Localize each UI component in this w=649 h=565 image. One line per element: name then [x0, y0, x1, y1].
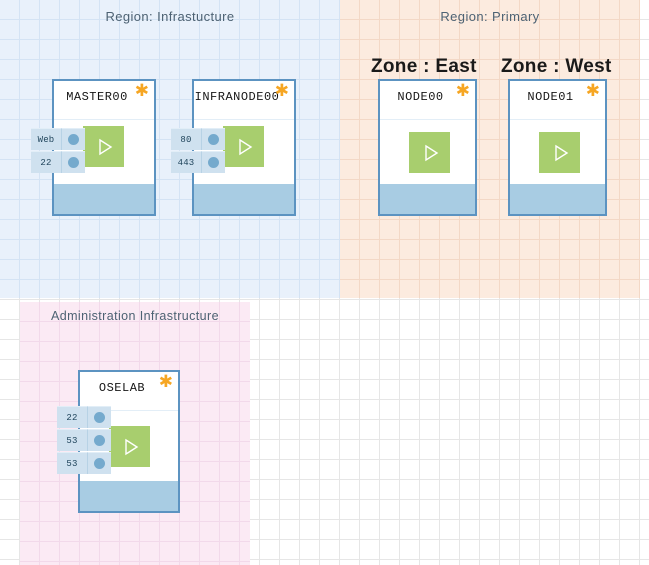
node-header-master00: MASTER00 ✱ — [54, 81, 154, 120]
asterisk-icon: ✱ — [134, 81, 149, 101]
port-dot-icon — [208, 134, 219, 145]
port-label: 443 — [171, 151, 201, 173]
asterisk-icon: ✱ — [158, 372, 173, 392]
port-chip[interactable]: 53 — [57, 452, 111, 474]
node-body-node01 — [510, 120, 605, 184]
node-title-node01: NODE01 — [527, 90, 574, 104]
port-label: 53 — [57, 452, 87, 474]
port-label: 80 — [171, 128, 201, 150]
port-connector[interactable] — [87, 429, 111, 451]
asterisk-icon: ✱ — [585, 81, 600, 101]
port-connector[interactable] — [201, 128, 225, 150]
play-icon[interactable] — [109, 426, 150, 467]
port-connector[interactable] — [61, 151, 85, 173]
node-title-infranode00: INFRANODE00 — [194, 90, 280, 104]
region-primary-title: Region: Primary — [440, 9, 540, 24]
node-header-node01: NODE01 ✱ — [510, 81, 605, 120]
port-dot-icon — [208, 157, 219, 168]
port-dot-icon — [94, 458, 105, 469]
port-chip[interactable]: 443 — [171, 151, 225, 173]
port-connector[interactable] — [61, 128, 85, 150]
port-chip[interactable]: 22 — [31, 151, 85, 173]
play-icon[interactable] — [83, 126, 124, 167]
port-chip[interactable]: 80 — [171, 128, 225, 150]
region-infrastucture-title: Region: Infrastucture — [105, 9, 235, 24]
node-footer-infranode00 — [194, 184, 294, 214]
port-chip[interactable]: Web — [31, 128, 85, 150]
node-card-node01[interactable]: NODE01 ✱ — [508, 79, 607, 216]
port-list-oselab: 22 53 53 — [57, 406, 111, 475]
asterisk-icon: ✱ — [455, 81, 470, 101]
port-chip[interactable]: 53 — [57, 429, 111, 451]
zone-label-east: Zone : East — [371, 56, 477, 77]
port-connector[interactable] — [87, 406, 111, 428]
play-icon[interactable] — [409, 132, 450, 173]
port-connector[interactable] — [201, 151, 225, 173]
port-dot-icon — [68, 134, 79, 145]
port-dot-icon — [68, 157, 79, 168]
port-label: 53 — [57, 429, 87, 451]
port-dot-icon — [94, 412, 105, 423]
region-administration-infrastructure[interactable]: Administration Infrastructure — [20, 302, 250, 565]
port-label: 22 — [31, 151, 61, 173]
node-title-master00: MASTER00 — [66, 90, 128, 104]
play-icon[interactable] — [539, 132, 580, 173]
play-icon[interactable] — [223, 126, 264, 167]
node-title-node00: NODE00 — [397, 90, 444, 104]
node-header-oselab: OSELAB ✱ — [80, 372, 178, 411]
node-header-infranode00: INFRANODE00 ✱ — [194, 81, 294, 120]
port-dot-icon — [94, 435, 105, 446]
port-label: Web — [31, 128, 61, 150]
node-title-oselab: OSELAB — [98, 381, 146, 395]
node-body-node00 — [380, 120, 475, 184]
node-footer-oselab — [80, 481, 178, 511]
port-label: 22 — [57, 406, 87, 428]
node-card-node00[interactable]: NODE00 ✱ — [378, 79, 477, 216]
node-footer-master00 — [54, 184, 154, 214]
node-footer-node00 — [380, 184, 475, 214]
port-list-master00: Web 22 — [31, 128, 85, 174]
node-header-node00: NODE00 ✱ — [380, 81, 475, 120]
node-footer-node01 — [510, 184, 605, 214]
port-connector[interactable] — [87, 452, 111, 474]
zone-label-west: Zone : West — [501, 56, 612, 77]
port-chip[interactable]: 22 — [57, 406, 111, 428]
region-administration-title: Administration Infrastructure — [51, 309, 219, 323]
port-list-infranode00: 80 443 — [171, 128, 225, 174]
node-card-master00[interactable]: MASTER00 ✱ — [52, 79, 156, 216]
asterisk-icon: ✱ — [274, 81, 289, 101]
